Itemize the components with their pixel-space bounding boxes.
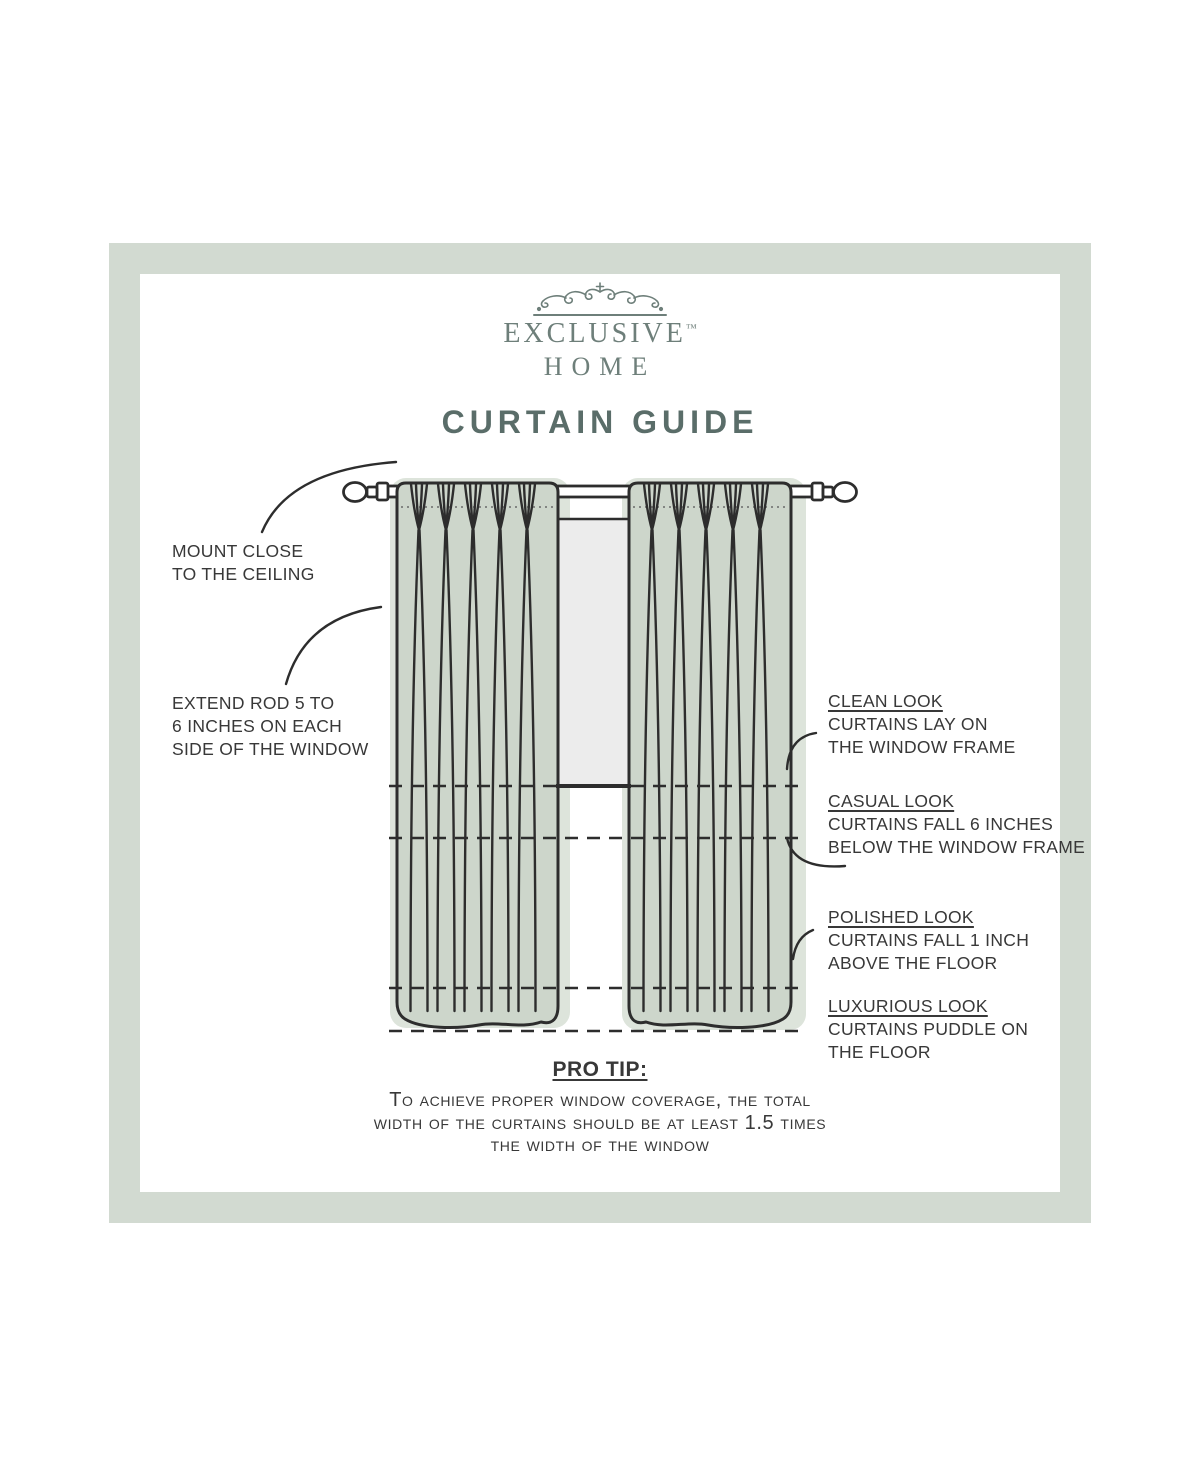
annotation-line: CURTAINS FALL 6 INCHES <box>828 814 1054 834</box>
annotation-line: SIDE OF THE WINDOW <box>172 739 369 759</box>
annotation-heading: LUXURIOUS LOOK <box>828 996 988 1016</box>
annotation-line: 6 INCHES ON EACH <box>172 716 343 736</box>
brand-word: EXCLUSIVE <box>503 318 686 349</box>
brand-logo <box>0 282 1200 323</box>
pointer-arcs <box>260 460 847 961</box>
annotation-heading: CLEAN LOOK <box>828 691 943 711</box>
annotation-extend-rod: EXTEND ROD 5 TO 6 INCHES ON EACH SIDE OF… <box>172 692 369 761</box>
annotation-clean-look: CLEAN LOOK CURTAINS LAY ON THE WINDOW FR… <box>828 690 1016 759</box>
annotation-line: TO THE CEILING <box>172 564 315 584</box>
annotation-line: CURTAINS LAY ON <box>828 714 988 734</box>
trademark-symbol: ™ <box>685 322 697 335</box>
pro-tip-heading: PRO TIP: <box>552 1058 648 1081</box>
casual-pointer-arc <box>785 836 847 868</box>
extend-pointer-arc <box>284 605 383 686</box>
pro-tip-line: To achieve proper window coverage, the t… <box>389 1089 811 1111</box>
mount-pointer-arc <box>260 460 398 534</box>
annotation-heading: POLISHED LOOK <box>828 907 974 927</box>
window <box>556 517 631 786</box>
decorative-scroll-crest-icon <box>533 282 667 316</box>
annotation-line: CURTAINS PUDDLE ON <box>828 1019 1029 1039</box>
pro-tip: PRO TIP: To achieve proper window covera… <box>0 1058 1200 1157</box>
annotation-line: THE WINDOW FRAME <box>828 737 1016 757</box>
annotation-line: MOUNT CLOSE <box>172 541 304 561</box>
polished-pointer-arc <box>791 928 815 961</box>
left-curtain-panel <box>395 481 560 1029</box>
annotation-line: EXTEND ROD 5 TO <box>172 693 335 713</box>
right-curtain-panel <box>627 481 793 1029</box>
annotation-line: BELOW THE WINDOW FRAME <box>828 837 1086 857</box>
annotation-luxurious-look: LUXURIOUS LOOK CURTAINS PUDDLE ON THE FL… <box>828 995 1028 1064</box>
page-title: CURTAIN GUIDE <box>441 404 759 440</box>
left-finial-icon <box>342 481 390 503</box>
pro-tip-line: width of the curtains should be at least… <box>373 1111 827 1134</box>
pro-tip-line: the width of the window <box>490 1134 710 1156</box>
brand-name-second-line: HOME <box>543 352 657 381</box>
annotation-casual-look: CASUAL LOOK CURTAINS FALL 6 INCHES BELOW… <box>828 790 1085 859</box>
annotation-line: THE FLOOR <box>828 1042 931 1062</box>
brand-name: EXCLUSIVE™ <box>0 318 1200 350</box>
clean-pointer-arc <box>785 731 818 771</box>
annotation-mount-close: MOUNT CLOSE TO THE CEILING <box>172 540 315 586</box>
annotation-heading: CASUAL LOOK <box>828 791 955 811</box>
annotation-line: ABOVE THE FLOOR <box>828 953 998 973</box>
annotation-line: CURTAINS FALL 1 INCH <box>828 930 1030 950</box>
right-finial-icon <box>810 481 858 503</box>
annotation-polished-look: POLISHED LOOK CURTAINS FALL 1 INCH ABOVE… <box>828 906 1029 975</box>
